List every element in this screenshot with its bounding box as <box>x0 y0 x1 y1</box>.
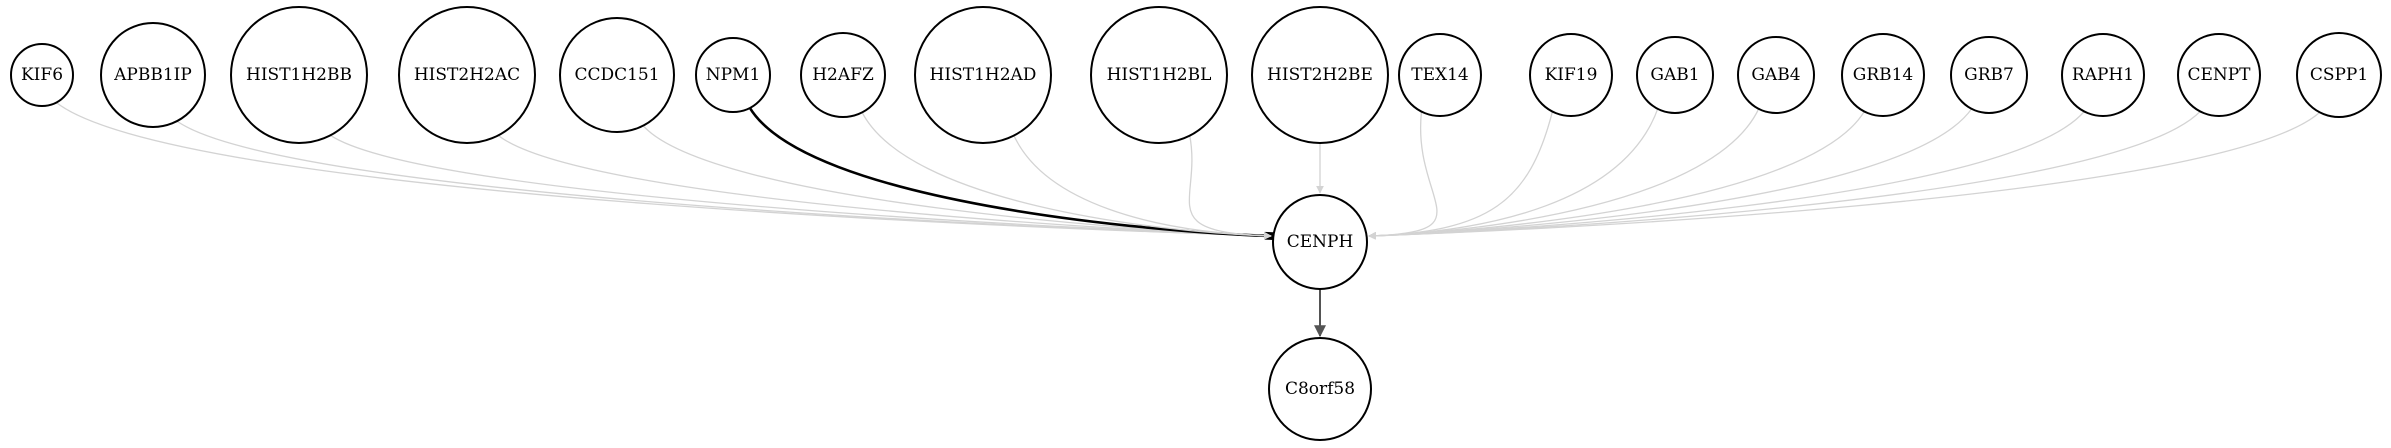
node-label: GRB14 <box>1853 65 1914 85</box>
node-circle <box>695 37 771 113</box>
node-label: KIF6 <box>21 65 63 85</box>
edge-APBB1IP-to-CENPH <box>176 120 1272 240</box>
node-circle <box>2061 33 2145 117</box>
edge-TEX14-to-CENPH <box>1368 111 1438 240</box>
node-label: GRB7 <box>1964 65 2014 85</box>
edge-HIST1H2AD-to-CENPH <box>1013 134 1272 240</box>
node-HIST1H2BB[interactable]: HIST1H2BB <box>230 6 368 144</box>
node-label: CENPH <box>1287 232 1354 252</box>
edges-layer <box>55 101 2321 338</box>
node-label: HIST1H2BB <box>246 65 352 85</box>
node-NPM1[interactable]: NPM1 <box>695 37 771 113</box>
node-CCDC151[interactable]: CCDC151 <box>559 17 675 133</box>
node-HIST2H2AC[interactable]: HIST2H2AC <box>398 6 536 144</box>
node-circle <box>914 6 1052 144</box>
edge-CSPP1-to-CENPH <box>1368 111 2321 240</box>
node-label: TEX14 <box>1411 65 1468 85</box>
node-circle <box>1398 33 1482 117</box>
edge-KIF6-to-CENPH <box>55 101 1272 240</box>
node-circle <box>1950 36 2028 114</box>
node-circle <box>1737 36 1815 114</box>
edge-HIST1H2BL-to-CENPH <box>1188 134 1272 240</box>
node-circle <box>1272 194 1368 290</box>
node-label: NPM1 <box>706 65 761 85</box>
node-label: GAB4 <box>1751 65 1800 85</box>
node-RAPH1[interactable]: RAPH1 <box>2061 33 2145 117</box>
node-circle <box>1268 337 1372 441</box>
nodes-layer: KIF6 APBB1IP HIST1H2BB HIST2H2AC CCDC151 NPM1… <box>10 6 2382 441</box>
node-HIST1H2AD[interactable]: HIST1H2AD <box>914 6 1052 144</box>
node-HIST1H2BL[interactable]: HIST1H2BL <box>1090 6 1228 144</box>
node-label: KIF19 <box>1545 65 1598 85</box>
edge-CENPT-to-CENPH <box>1368 110 2202 240</box>
node-C8orf58[interactable]: C8orf58 <box>1268 337 1372 441</box>
edge-GRB7-to-CENPH <box>1368 108 1973 240</box>
node-GRB7[interactable]: GRB7 <box>1950 36 2028 114</box>
node-GRB14[interactable]: GRB14 <box>1841 33 1925 117</box>
node-label: H2AFZ <box>812 65 874 85</box>
node-circle <box>2177 33 2261 117</box>
node-circle <box>1636 36 1714 114</box>
node-CENPH[interactable]: CENPH <box>1272 194 1368 290</box>
node-KIF6[interactable]: KIF6 <box>10 43 74 107</box>
node-label: HIST2H2BE <box>1267 65 1373 85</box>
node-CENPT[interactable]: CENPT <box>2177 33 2261 117</box>
node-circle <box>1529 33 1613 117</box>
node-circle <box>100 22 206 128</box>
node-label: HIST1H2BL <box>1107 65 1212 85</box>
node-circle <box>10 43 74 107</box>
node-label: HIST2H2AC <box>414 65 520 85</box>
edge-CCDC151-to-CENPH <box>642 124 1272 240</box>
node-circle <box>1251 6 1389 144</box>
node-TEX14[interactable]: TEX14 <box>1398 33 1482 117</box>
node-circle <box>2296 32 2382 118</box>
edge-HIST2H2AC-to-CENPH <box>497 134 1272 240</box>
node-label: RAPH1 <box>2072 65 2134 85</box>
node-circle <box>800 32 886 118</box>
node-label: CENPT <box>2187 65 2251 85</box>
node-GAB4[interactable]: GAB4 <box>1737 36 1815 114</box>
node-label: CCDC151 <box>574 65 659 85</box>
edge-GRB14-to-CENPH <box>1368 110 1866 240</box>
node-GAB1[interactable]: GAB1 <box>1636 36 1714 114</box>
node-label: APBB1IP <box>113 65 192 85</box>
node-circle <box>559 17 675 133</box>
node-H2AFZ[interactable]: H2AFZ <box>800 32 886 118</box>
node-label: CSPP1 <box>2310 65 2368 85</box>
node-label: GAB1 <box>1650 65 1699 85</box>
node-APBB1IP[interactable]: APBB1IP <box>100 22 206 128</box>
node-circle <box>398 6 536 144</box>
node-label: C8orf58 <box>1285 379 1355 399</box>
node-circle <box>1841 33 1925 117</box>
node-KIF19[interactable]: KIF19 <box>1529 33 1613 117</box>
edge-KIF19-to-CENPH <box>1368 110 1554 240</box>
node-circle <box>230 6 368 144</box>
node-circle <box>1090 6 1228 144</box>
node-label: HIST1H2AD <box>930 65 1037 85</box>
node-HIST2H2BE[interactable]: HIST2H2BE <box>1251 6 1389 144</box>
node-CSPP1[interactable]: CSPP1 <box>2296 32 2382 118</box>
